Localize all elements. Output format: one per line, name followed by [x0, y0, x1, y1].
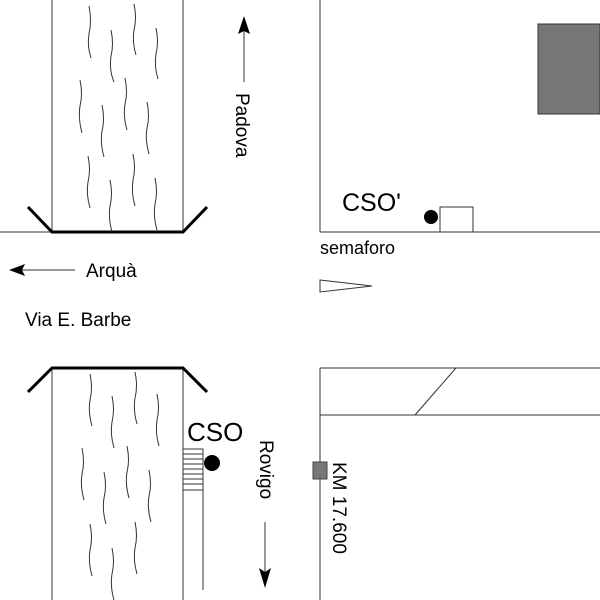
water-texture [78, 3, 160, 600]
cso-prime-label: CSO' [342, 189, 401, 217]
cso-prime-marker-icon [424, 210, 438, 224]
arqua-label: Arquà [86, 261, 137, 282]
traffic-light-pointer-icon [319, 279, 373, 293]
arrow-down-icon [259, 568, 271, 588]
cso-prime-box [439, 206, 474, 233]
via-label: Via E. Barbe [25, 310, 131, 331]
km-marker [312, 461, 328, 480]
arrow-up-icon [238, 16, 250, 34]
padova-label: Padova [231, 93, 252, 158]
bridge-top [26, 205, 209, 234]
km-label: KM 17.600 [328, 462, 349, 554]
building [537, 23, 600, 115]
side-road-diagonal [414, 367, 457, 416]
hatched-area [182, 448, 204, 491]
semaforo-label: semaforo [320, 238, 395, 258]
arrow-left-icon [9, 264, 25, 276]
rovigo-label: Rovigo [255, 440, 276, 499]
cso-marker-icon [204, 455, 220, 471]
cso-label: CSO [187, 417, 243, 447]
bridge-bottom [26, 366, 209, 394]
